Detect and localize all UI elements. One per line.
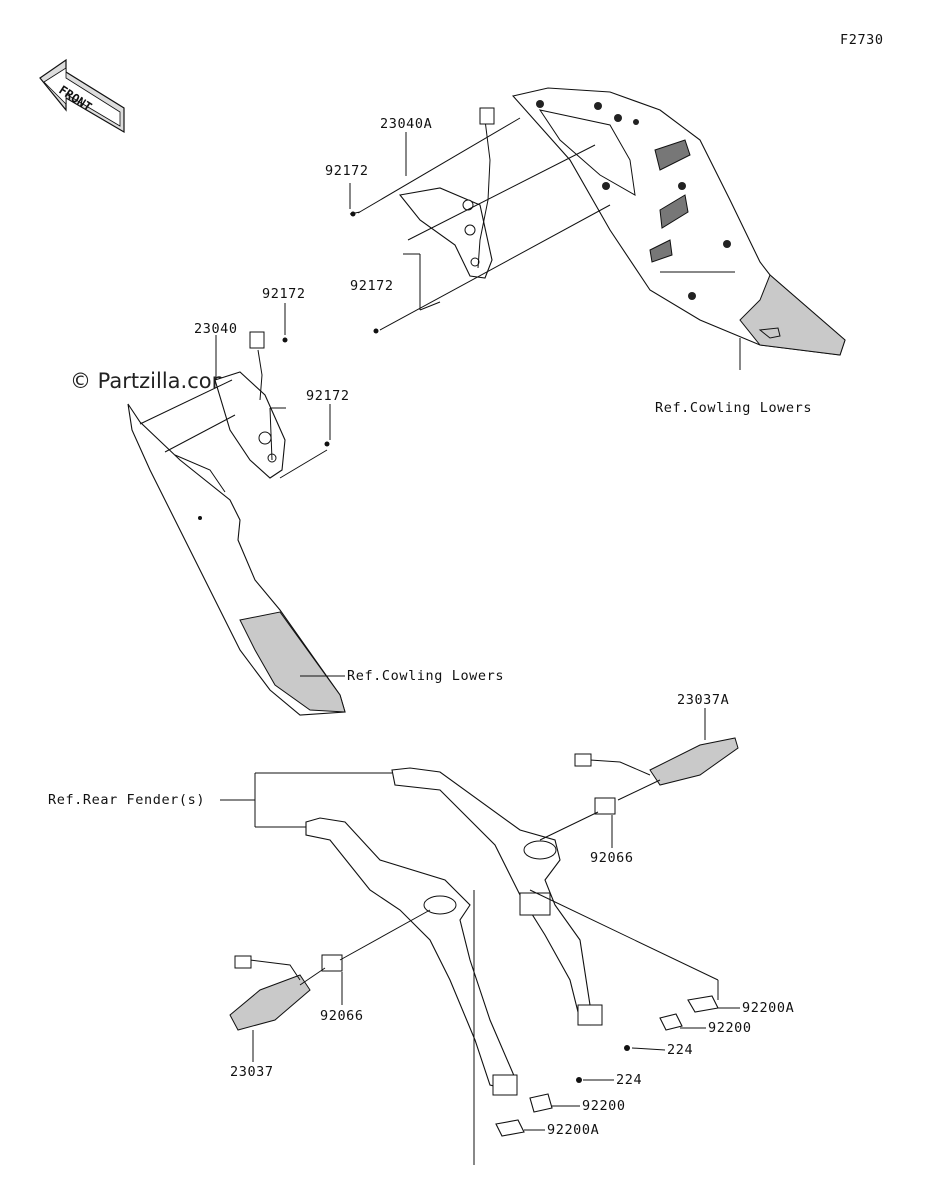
indicator-bracket-23040 <box>214 331 286 479</box>
screw-92172-d <box>324 441 330 447</box>
indicator-bracket-23040A <box>398 107 495 279</box>
label-92200A-a: 92200A <box>742 1000 794 1016</box>
label-23037A: 23037A <box>677 692 729 708</box>
upper-right-cowling <box>511 87 846 356</box>
label-23037: 23037 <box>230 1064 274 1080</box>
screw-92172-c <box>282 337 288 343</box>
label-92200-b: 92200 <box>582 1098 626 1114</box>
label-ref-rear-fender: Ref.Rear Fender(s) <box>48 792 205 808</box>
label-23040A: 23040A <box>380 116 432 132</box>
plate-92200A-a <box>687 995 719 1013</box>
label-92172-b: 92172 <box>350 278 394 294</box>
label-92172-a: 92172 <box>325 163 369 179</box>
front-arrow-icon: FRONT <box>39 58 125 134</box>
label-ref-cowling-lowers-lower: Ref.Cowling Lowers <box>347 668 504 684</box>
label-92066-a: 92066 <box>590 850 634 866</box>
watermark: © Partzilla.com <box>70 369 232 393</box>
label-92200-a: 92200 <box>708 1020 752 1036</box>
label-23040: 23040 <box>194 321 238 337</box>
left-cowling <box>127 403 346 716</box>
rubber-92066-b <box>321 954 343 972</box>
label-ref-cowling-lowers-upper: Ref.Cowling Lowers <box>655 400 812 416</box>
label-92172-c: 92172 <box>262 286 306 302</box>
nut-92200-a <box>659 1013 683 1031</box>
rear-bracket-right <box>391 767 603 1026</box>
plate-92200A-b <box>495 1119 525 1137</box>
turn-signal-23037A <box>574 737 739 786</box>
rear-bracket-left <box>305 817 518 1096</box>
screw-92172-b <box>373 328 379 334</box>
turn-signal-23037 <box>229 955 311 1031</box>
label-92172-d: 92172 <box>306 388 350 404</box>
label-92066-b: 92066 <box>320 1008 364 1024</box>
nut-224-a <box>624 1045 630 1051</box>
label-92200A-b: 92200A <box>547 1122 599 1138</box>
label-224-b: 224 <box>616 1072 642 1088</box>
nut-224-b <box>576 1077 582 1083</box>
diagram-code: F2730 <box>840 32 884 48</box>
label-224-a: 224 <box>667 1042 693 1058</box>
nut-92200-b <box>529 1093 553 1113</box>
rubber-92066-a <box>594 797 616 815</box>
